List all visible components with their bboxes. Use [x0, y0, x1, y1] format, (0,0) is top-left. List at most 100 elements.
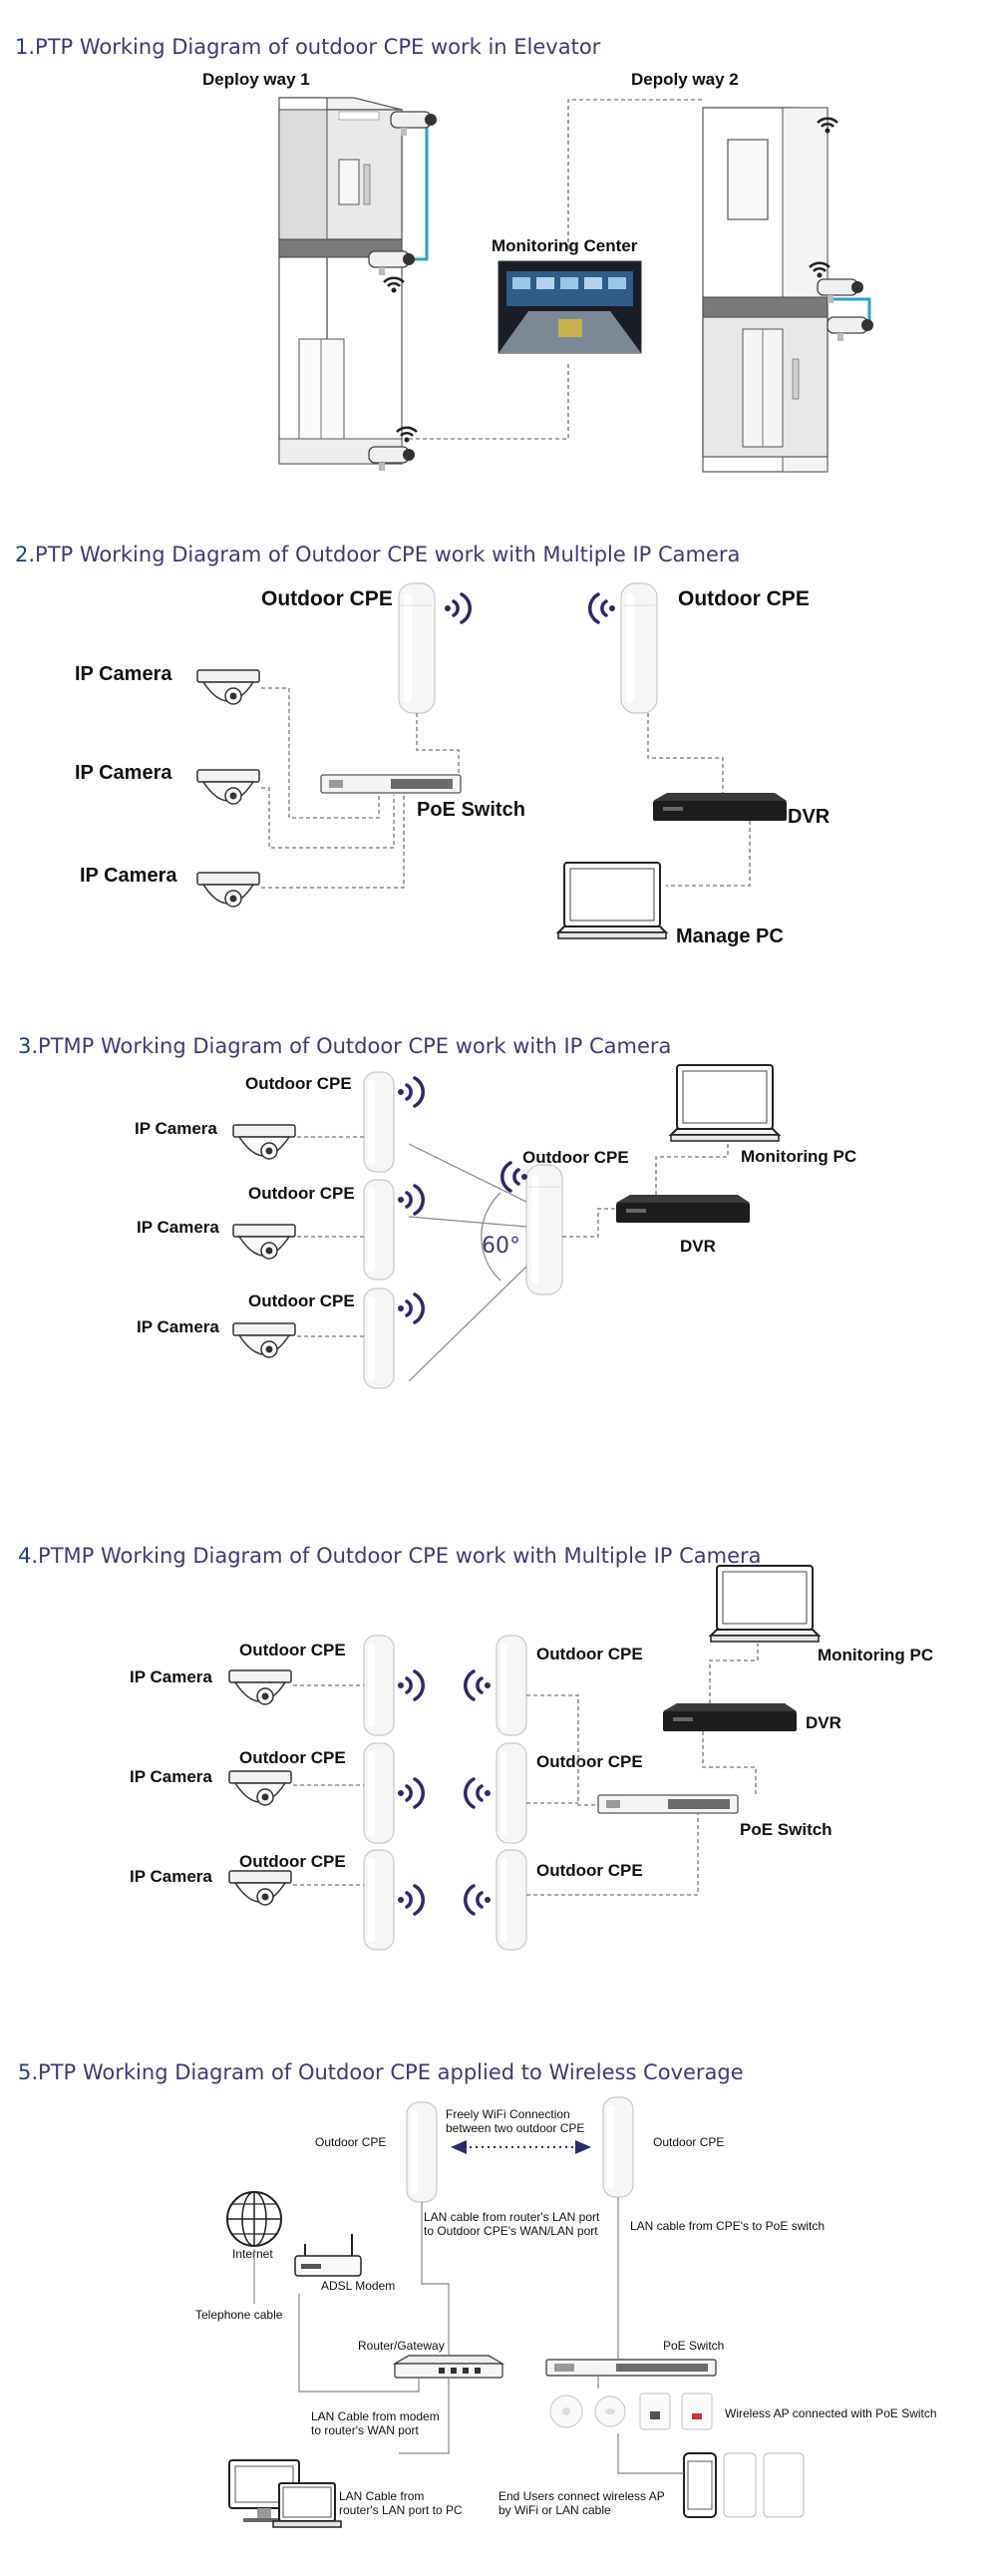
- s5-links: [298, 2197, 684, 2474]
- s4-poe-switch: [597, 1794, 739, 1814]
- s5-ap-label: Wireless AP connected with PoE Switch: [725, 2406, 937, 2420]
- s5-poe-switch: [545, 2359, 717, 2377]
- s3-cpe2-label: Outdoor CPE: [248, 1184, 355, 1203]
- link-center-to-right: [567, 99, 703, 249]
- s5-lan2-label: LAN cable from CPE's to PoE switch: [630, 2219, 825, 2233]
- s5-poe-label: PoE Switch: [663, 2339, 724, 2353]
- s4-cpe-l2-label: Outdoor CPE: [239, 1748, 346, 1767]
- s5-internet-label: Internet: [232, 2247, 273, 2261]
- s5-router: [392, 2355, 505, 2379]
- s3-dvr: [616, 1195, 750, 1223]
- s3-pc-label: Monitoring PC: [741, 1147, 856, 1166]
- s3-camera-1: [232, 1124, 296, 1160]
- section-4-title: 4.PTMP Working Diagram of Outdoor CPE wo…: [18, 1544, 762, 1568]
- s5-cpe-left-label: Outdoor CPE: [315, 2135, 386, 2149]
- s4-cam3-label: IP Camera: [130, 1867, 212, 1886]
- s3-cpe-center: [525, 1164, 563, 1295]
- deploy-way-1-label: Deploy way 1: [202, 70, 310, 89]
- s3-wave-2: [396, 1184, 426, 1216]
- s5-lan4-line1: LAN Cable from: [339, 2489, 424, 2503]
- s5-laptop: [272, 2482, 342, 2528]
- s2-links: [261, 687, 751, 889]
- s3-cpe-2: [363, 1179, 395, 1281]
- s3-cpe-1: [363, 1071, 395, 1173]
- s2-wave-left: [443, 592, 473, 624]
- s2-camera-3: [196, 872, 260, 908]
- s3-cpe-3: [363, 1288, 395, 1389]
- s2-wave-right: [587, 592, 617, 624]
- s4-cpe-right-3: [496, 1849, 527, 1951]
- s3-monitoring-pc: [670, 1064, 780, 1142]
- s5-wifi-link-line1: Freely WiFi Connection: [446, 2107, 570, 2121]
- section-2: 2.PTP Working Diagram of Outdoor CPE wor…: [15, 543, 831, 947]
- s4-cpe-left-1: [363, 1635, 395, 1736]
- s4-wave-r2: [463, 1777, 493, 1809]
- s2-dvr-label: DVR: [788, 806, 831, 828]
- s5-lan1-line1: LAN cable from router's LAN port: [424, 2210, 600, 2224]
- s3-cam1-label: IP Camera: [135, 1119, 217, 1138]
- section-2-title: 2.PTP Working Diagram of Outdoor CPE wor…: [15, 543, 740, 566]
- s5-cpe-left: [406, 2101, 438, 2203]
- section-1-number: 1.: [15, 35, 35, 59]
- elevator-shaft-left: [278, 97, 438, 472]
- section-5: 5.PTP Working Diagram of Outdoor CPE app…: [18, 2060, 937, 2528]
- s2-manage-pc: [557, 862, 667, 939]
- s3-cam2-label: IP Camera: [137, 1218, 219, 1237]
- s4-dvr-label: DVR: [806, 1713, 841, 1732]
- s4-cpe-r2-label: Outdoor CPE: [536, 1752, 643, 1771]
- s3-wave-1: [396, 1076, 426, 1108]
- section-3-number: 3.: [18, 1034, 38, 1058]
- s4-wave-r1: [463, 1669, 493, 1701]
- s2-camera-1: [196, 669, 260, 705]
- section-5-title: 5.PTP Working Diagram of Outdoor CPE app…: [18, 2060, 744, 2084]
- s3-cpe3-label: Outdoor CPE: [248, 1291, 355, 1310]
- section-3: 3.PTMP Working Diagram of Outdoor CPE wo…: [18, 1034, 856, 1389]
- s2-cpe-left: [398, 582, 436, 714]
- globe-icon: [226, 2191, 282, 2247]
- s4-cpe-right-1: [496, 1635, 527, 1736]
- s5-lan3-line1: LAN Cable from modem: [311, 2409, 440, 2423]
- s5-users-line1: End Users connect wireless AP: [498, 2489, 665, 2503]
- s4-wave-l3: [396, 1884, 426, 1916]
- section-5-number: 5.: [18, 2060, 38, 2084]
- s4-dvr: [663, 1703, 797, 1731]
- monitoring-center-label: Monitoring Center: [492, 236, 638, 255]
- s2-cpe-right: [620, 582, 658, 714]
- s2-switch-label: PoE Switch: [417, 799, 525, 821]
- s2-pc-label: Manage PC: [676, 925, 784, 947]
- s5-router-label: Router/Gateway: [358, 2339, 445, 2353]
- s2-camera-2: [196, 769, 260, 805]
- monitoring-center: Monitoring Center: [492, 236, 642, 354]
- s4-cpe-left-3: [363, 1849, 395, 1951]
- s4-cam2-label: IP Camera: [130, 1767, 212, 1786]
- s5-cpe-right: [602, 2096, 634, 2198]
- s3-wave-3: [396, 1292, 426, 1324]
- s4-switch-label: PoE Switch: [740, 1820, 832, 1839]
- s5-lan3-line2: to router's WAN port: [311, 2423, 420, 2437]
- s4-camera-3: [228, 1870, 292, 1906]
- section-1-title: 1.PTP Working Diagram of outdoor CPE wor…: [15, 35, 601, 59]
- s3-wave-center: [499, 1161, 529, 1193]
- s4-camera-2: [228, 1770, 292, 1806]
- section-3-title: 3.PTMP Working Diagram of Outdoor CPE wo…: [18, 1034, 671, 1058]
- s5-cpe-right-label: Outdoor CPE: [653, 2135, 724, 2149]
- s5-phone-label: Telephone cable: [195, 2308, 283, 2322]
- s4-cpe-r1-label: Outdoor CPE: [536, 1645, 643, 1663]
- s2-cam3-label: IP Camera: [80, 865, 177, 887]
- s5-adsl-modem: [294, 2234, 362, 2277]
- s4-wave-l2: [396, 1777, 426, 1809]
- s2-cam2-label: IP Camera: [75, 762, 172, 784]
- s4-links: [526, 1644, 759, 1896]
- s3-cam3-label: IP Camera: [137, 1317, 219, 1336]
- s4-wave-l1: [396, 1669, 426, 1701]
- s2-cpe-left-label: Outdoor CPE: [261, 587, 393, 610]
- s3-angle-lines: [408, 1143, 527, 1382]
- s5-wifi-arrow: [451, 2140, 591, 2154]
- s4-cpe-l3-label: Outdoor CPE: [239, 1852, 346, 1871]
- s2-poe-switch: [320, 774, 462, 794]
- s4-pc-label: Monitoring PC: [818, 1646, 933, 1664]
- s2-cam1-label: IP Camera: [75, 663, 172, 685]
- section-4-number: 4.: [18, 1544, 38, 1568]
- s2-cpe-right-label: Outdoor CPE: [678, 587, 810, 610]
